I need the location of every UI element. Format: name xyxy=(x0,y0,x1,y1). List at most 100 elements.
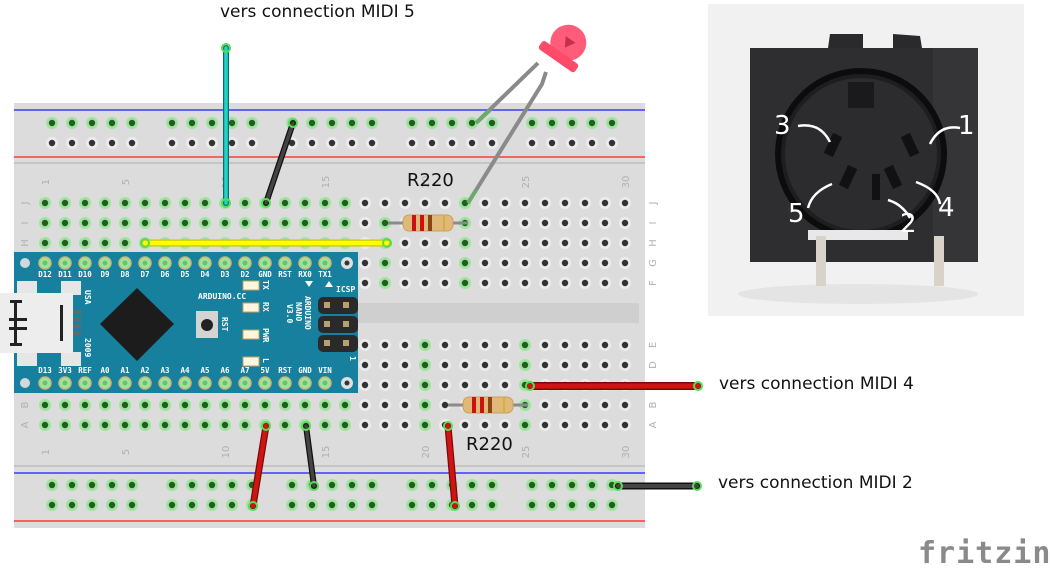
power-rail-hole[interactable] xyxy=(126,137,138,149)
breadboard-hole[interactable] xyxy=(79,419,91,431)
power-rail-hole[interactable] xyxy=(566,499,578,511)
power-rail-hole[interactable] xyxy=(226,499,238,511)
breadboard-hole[interactable] xyxy=(339,399,351,411)
breadboard-hole[interactable] xyxy=(99,419,111,431)
power-rail-hole[interactable] xyxy=(46,137,58,149)
breadboard-hole[interactable] xyxy=(559,197,571,209)
power-rail-hole[interactable] xyxy=(206,137,218,149)
breadboard-hole[interactable] xyxy=(279,419,291,431)
breadboard-hole[interactable] xyxy=(599,217,611,229)
breadboard-hole[interactable] xyxy=(199,419,211,431)
breadboard-hole[interactable] xyxy=(539,419,551,431)
breadboard-hole[interactable] xyxy=(59,419,71,431)
breadboard-hole[interactable] xyxy=(539,257,551,269)
breadboard-hole[interactable] xyxy=(499,197,511,209)
breadboard-hole[interactable] xyxy=(619,197,631,209)
breadboard-hole[interactable] xyxy=(539,277,551,289)
breadboard-hole[interactable] xyxy=(339,419,351,431)
breadboard-hole[interactable] xyxy=(419,257,431,269)
breadboard-hole[interactable] xyxy=(579,419,591,431)
breadboard-hole[interactable] xyxy=(499,237,511,249)
breadboard-hole[interactable] xyxy=(399,277,411,289)
breadboard-hole[interactable] xyxy=(539,237,551,249)
breadboard-hole[interactable] xyxy=(479,237,491,249)
breadboard-hole[interactable] xyxy=(599,197,611,209)
power-rail-hole[interactable] xyxy=(186,479,198,491)
power-rail-hole[interactable] xyxy=(46,479,58,491)
breadboard-hole[interactable] xyxy=(199,399,211,411)
power-rail-hole[interactable] xyxy=(346,137,358,149)
breadboard-hole[interactable] xyxy=(279,217,291,229)
breadboard-hole[interactable] xyxy=(519,339,531,351)
breadboard-hole[interactable] xyxy=(79,237,91,249)
power-rail-hole[interactable] xyxy=(466,137,478,149)
breadboard-hole[interactable] xyxy=(579,339,591,351)
power-rail-hole[interactable] xyxy=(426,479,438,491)
power-rail-hole[interactable] xyxy=(606,499,618,511)
power-rail-hole[interactable] xyxy=(366,499,378,511)
breadboard-hole[interactable] xyxy=(359,257,371,269)
breadboard-hole[interactable] xyxy=(499,257,511,269)
breadboard-hole[interactable] xyxy=(399,379,411,391)
breadboard-hole[interactable] xyxy=(359,359,371,371)
breadboard-hole[interactable] xyxy=(479,197,491,209)
power-rail-hole[interactable] xyxy=(326,117,338,129)
power-rail-hole[interactable] xyxy=(66,117,78,129)
power-rail-hole[interactable] xyxy=(206,479,218,491)
breadboard-hole[interactable] xyxy=(379,379,391,391)
power-rail-hole[interactable] xyxy=(406,479,418,491)
breadboard-hole[interactable] xyxy=(539,339,551,351)
breadboard-hole[interactable] xyxy=(359,217,371,229)
power-rail-hole[interactable] xyxy=(46,499,58,511)
breadboard-hole[interactable] xyxy=(139,197,151,209)
power-rail-hole[interactable] xyxy=(166,137,178,149)
power-rail-hole[interactable] xyxy=(86,117,98,129)
power-rail-hole[interactable] xyxy=(206,117,218,129)
breadboard-hole[interactable] xyxy=(459,379,471,391)
breadboard-hole[interactable] xyxy=(479,379,491,391)
breadboard-hole[interactable] xyxy=(619,359,631,371)
breadboard-hole[interactable] xyxy=(339,197,351,209)
power-rail-hole[interactable] xyxy=(106,117,118,129)
breadboard-hole[interactable] xyxy=(119,197,131,209)
breadboard-hole[interactable] xyxy=(319,399,331,411)
breadboard-hole[interactable] xyxy=(479,419,491,431)
breadboard-hole[interactable] xyxy=(419,399,431,411)
breadboard-hole[interactable] xyxy=(359,277,371,289)
power-rail-hole[interactable] xyxy=(546,499,558,511)
breadboard-hole[interactable] xyxy=(519,197,531,209)
breadboard-hole[interactable] xyxy=(619,257,631,269)
breadboard-hole[interactable] xyxy=(39,237,51,249)
breadboard-hole[interactable] xyxy=(619,399,631,411)
breadboard-hole[interactable] xyxy=(559,257,571,269)
breadboard-hole[interactable] xyxy=(379,419,391,431)
breadboard-hole[interactable] xyxy=(119,237,131,249)
breadboard-hole[interactable] xyxy=(59,399,71,411)
breadboard-hole[interactable] xyxy=(579,237,591,249)
power-rail-hole[interactable] xyxy=(46,117,58,129)
breadboard-hole[interactable] xyxy=(559,277,571,289)
breadboard-hole[interactable] xyxy=(39,419,51,431)
breadboard-hole[interactable] xyxy=(439,339,451,351)
breadboard-hole[interactable] xyxy=(99,217,111,229)
breadboard-hole[interactable] xyxy=(579,217,591,229)
breadboard-hole[interactable] xyxy=(559,217,571,229)
breadboard-hole[interactable] xyxy=(559,359,571,371)
breadboard-hole[interactable] xyxy=(419,197,431,209)
breadboard-hole[interactable] xyxy=(359,197,371,209)
power-rail-hole[interactable] xyxy=(346,117,358,129)
breadboard-hole[interactable] xyxy=(499,419,511,431)
power-rail-hole[interactable] xyxy=(346,499,358,511)
breadboard-hole[interactable] xyxy=(619,217,631,229)
breadboard-hole[interactable] xyxy=(399,339,411,351)
power-rail-hole[interactable] xyxy=(66,137,78,149)
breadboard-hole[interactable] xyxy=(139,419,151,431)
breadboard-hole[interactable] xyxy=(619,339,631,351)
breadboard-hole[interactable] xyxy=(39,217,51,229)
breadboard-hole[interactable] xyxy=(379,257,391,269)
breadboard-hole[interactable] xyxy=(579,359,591,371)
power-rail-hole[interactable] xyxy=(466,499,478,511)
breadboard-hole[interactable] xyxy=(59,197,71,209)
breadboard-hole[interactable] xyxy=(559,339,571,351)
breadboard-hole[interactable] xyxy=(299,399,311,411)
